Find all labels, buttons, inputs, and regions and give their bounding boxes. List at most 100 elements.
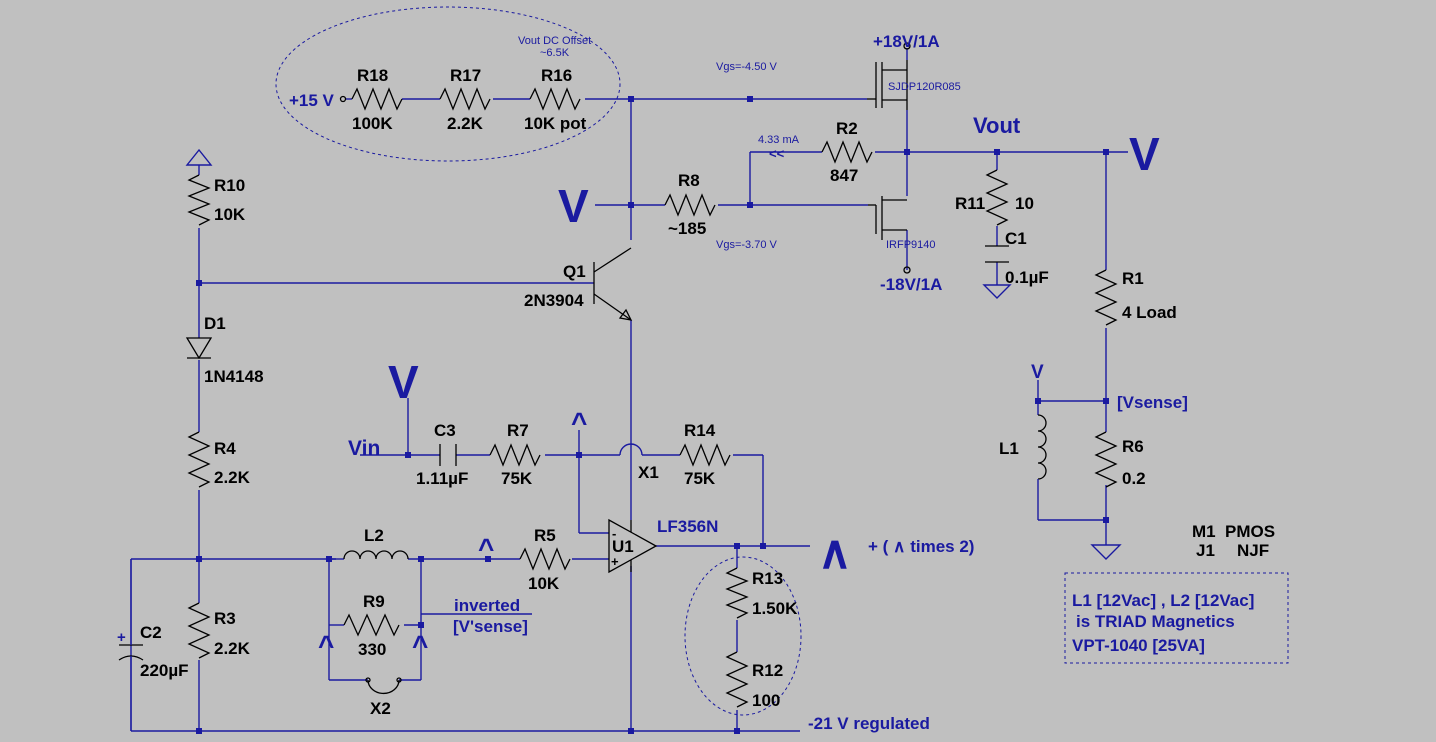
r17-resistor (439, 87, 491, 111)
vgs-j1: Vgs=-3.70 V (716, 239, 778, 251)
x2-jumper (367, 679, 400, 695)
u1-value: LF356N (657, 517, 718, 536)
r11-resistor (985, 169, 1009, 226)
r7-value: 75K (501, 469, 533, 488)
c2-ref: C2 (140, 623, 162, 642)
r16-value: 10K pot (524, 114, 587, 133)
r5-resistor (519, 547, 571, 571)
net-plus15: +15 V (289, 91, 335, 110)
r13-ref: R13 (752, 569, 783, 588)
c1-value: 0.1µF (1005, 268, 1049, 287)
c3-value: 1.11µF (416, 469, 468, 488)
r12-resistor (725, 651, 749, 708)
r6-value: 0.2 (1122, 469, 1146, 488)
r8-ref: R8 (678, 171, 700, 190)
model-m1: M1 (1192, 522, 1216, 541)
u1-ref: U1 (612, 537, 634, 556)
l1-ref: L1 (999, 439, 1019, 458)
r6-ref: R6 (1122, 437, 1144, 456)
q1-value: 2N3904 (524, 291, 584, 310)
c1-ref: C1 (1005, 229, 1027, 248)
caret-r5: ^ (478, 533, 494, 564)
net-minus18: -18V/1A (880, 275, 942, 294)
r18-ref: R18 (357, 66, 388, 85)
probe-v-q1: V (558, 180, 589, 232)
ground-r6 (1090, 544, 1122, 560)
ground-c1 (982, 284, 1012, 299)
r2-ref: R2 (836, 119, 858, 138)
c2-capacitor: + (117, 559, 144, 731)
net-plus18: +18V/1A (873, 32, 940, 51)
r10-value: 10K (214, 205, 246, 224)
m1-value: SJDP120R085 (888, 81, 961, 93)
model-njf: NJF (1237, 541, 1269, 560)
r8-resistor (664, 193, 716, 217)
offset-group-outline (275, 6, 621, 162)
note-line2: is TRIAD Magnetics (1076, 612, 1235, 631)
r9-resistor (343, 613, 400, 637)
offset-value: ~6.5K (540, 47, 570, 59)
r11-value: 10 (1015, 194, 1034, 213)
r16-ref: R16 (541, 66, 572, 85)
r14-ref: R14 (684, 421, 716, 440)
r5-ref: R5 (534, 526, 556, 545)
d1-ref: D1 (204, 314, 226, 333)
wires (130, 48, 1128, 732)
caret-x2-right: ^ (412, 630, 428, 661)
caret-out: ∧ (818, 526, 852, 578)
r9-ref: R9 (363, 592, 385, 611)
m1-pmos (867, 42, 911, 110)
net-inverted: inverted (454, 596, 520, 615)
note-line1: L1 [12Vac] , L2 [12Vac] (1072, 591, 1254, 610)
probe-v-vin: V (388, 356, 419, 408)
vgs-m1: Vgs=-4.50 V (716, 61, 778, 73)
r13-value: 1.50K (752, 599, 798, 618)
note-line3: VPT-1040 [25VA] (1072, 636, 1205, 655)
u1-opamp: - + (608, 518, 658, 574)
r1-ref: R1 (1122, 269, 1144, 288)
r14-resistor (679, 443, 731, 467)
net-vin: Vin (348, 437, 380, 460)
j1-nmos (868, 196, 911, 274)
r18-value: 100K (352, 114, 393, 133)
svg-text:+: + (117, 629, 126, 646)
x1-ref: X1 (638, 463, 659, 482)
r10-resistor (187, 174, 211, 226)
r2-value: 847 (830, 166, 858, 185)
r1-value: 4 Load (1122, 303, 1177, 322)
net-vprime: [V'sense] (453, 617, 528, 636)
r16-resistor (529, 87, 581, 111)
r3-resistor (187, 602, 211, 659)
r9-value: 330 (358, 640, 386, 659)
l1-inductor (1037, 414, 1047, 485)
r5-value: 10K (528, 574, 560, 593)
r1-resistor (1094, 269, 1118, 326)
r7-resistor (489, 443, 541, 467)
d1-diode (185, 337, 213, 360)
offset-title: Vout DC Offset (518, 35, 591, 47)
r6-resistor (1094, 431, 1118, 488)
net-vsense: [Vsense] (1117, 393, 1188, 412)
c3-capacitor (439, 444, 457, 466)
r4-value: 2.2K (214, 468, 251, 487)
r13-resistor (725, 567, 749, 619)
c2-value: 220µF (140, 661, 189, 680)
x2-ref: X2 (370, 699, 391, 718)
q1-transistor (593, 247, 633, 321)
d1-value: 1N4148 (204, 367, 264, 386)
r2-resistor (821, 140, 873, 164)
feedback-group-outline (684, 556, 802, 716)
l2-ref: L2 (364, 526, 384, 545)
current-label: 4.33 mA (758, 134, 800, 146)
r10-ref: R10 (214, 176, 245, 195)
net-times2: + ( ∧ times 2) (868, 537, 974, 556)
r8-value: ~185 (668, 219, 706, 238)
net-minus21: -21 V regulated (808, 714, 930, 733)
r11-ref: R11 (955, 194, 985, 213)
model-j1: J1 (1196, 541, 1215, 560)
svg-text:+: + (611, 554, 619, 569)
r12-ref: R12 (752, 661, 783, 680)
r12-value: 100 (752, 691, 780, 710)
